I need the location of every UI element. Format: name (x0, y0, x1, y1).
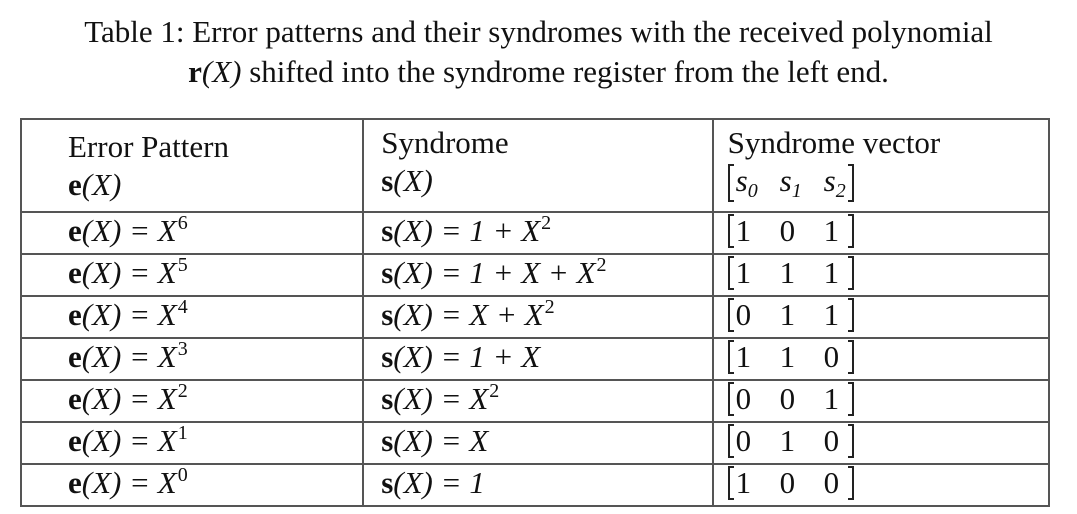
error-pattern-cell: e(X) = X6 (19, 211, 365, 255)
caption-symbol-r: r (188, 54, 202, 89)
syndrome-cell: s(X) = 1 + X + X2 (362, 253, 714, 297)
header-symbol: e(X) (68, 167, 122, 202)
caption-line-2: r(X) shifted into the syndrome register … (0, 52, 1077, 92)
header-syndrome: Syndrome s(X) (362, 118, 714, 213)
header-error-pattern: Error Pattern e(X) (19, 118, 365, 213)
caption-symbol-arg: (X) (201, 54, 242, 89)
syndrome-cell: s(X) = X2 (362, 379, 714, 423)
header-title: Error Pattern (68, 129, 229, 164)
caption-line-1: Table 1: Error patterns and their syndro… (84, 14, 993, 49)
table-caption: Table 1: Error patterns and their syndro… (0, 12, 1077, 92)
header-title: Syndrome vector (727, 125, 941, 160)
error-pattern-cell: e(X) = X4 (19, 295, 365, 339)
syndrome-cell: s(X) = 1 + X (362, 337, 714, 381)
syndrome-table: Error Pattern e(X) Syndrome s(X) Syndrom… (19, 118, 1051, 507)
header-symbol: s(X) (381, 163, 433, 198)
error-pattern-cell: e(X) = X3 (19, 337, 365, 381)
error-pattern-cell: e(X) = X5 (19, 253, 365, 297)
table-header-row: Error Pattern e(X) Syndrome s(X) Syndrom… (19, 118, 1051, 213)
caption-line-2-text: shifted into the syndrome register from … (241, 54, 889, 89)
syndrome-cell: s(X) = X + X2 (362, 295, 714, 339)
header-title: Syndrome (381, 125, 509, 160)
error-pattern-cell: e(X) = X2 (19, 379, 365, 423)
error-pattern-cell: e(X) = X1 (19, 421, 365, 465)
syndrome-cell: s(X) = X (362, 421, 714, 465)
syndrome-cell: s(X) = 1 + X2 (362, 211, 714, 255)
error-pattern-cell: e(X) = X0 (19, 463, 365, 507)
syndrome-cell: s(X) = 1 (362, 463, 714, 507)
